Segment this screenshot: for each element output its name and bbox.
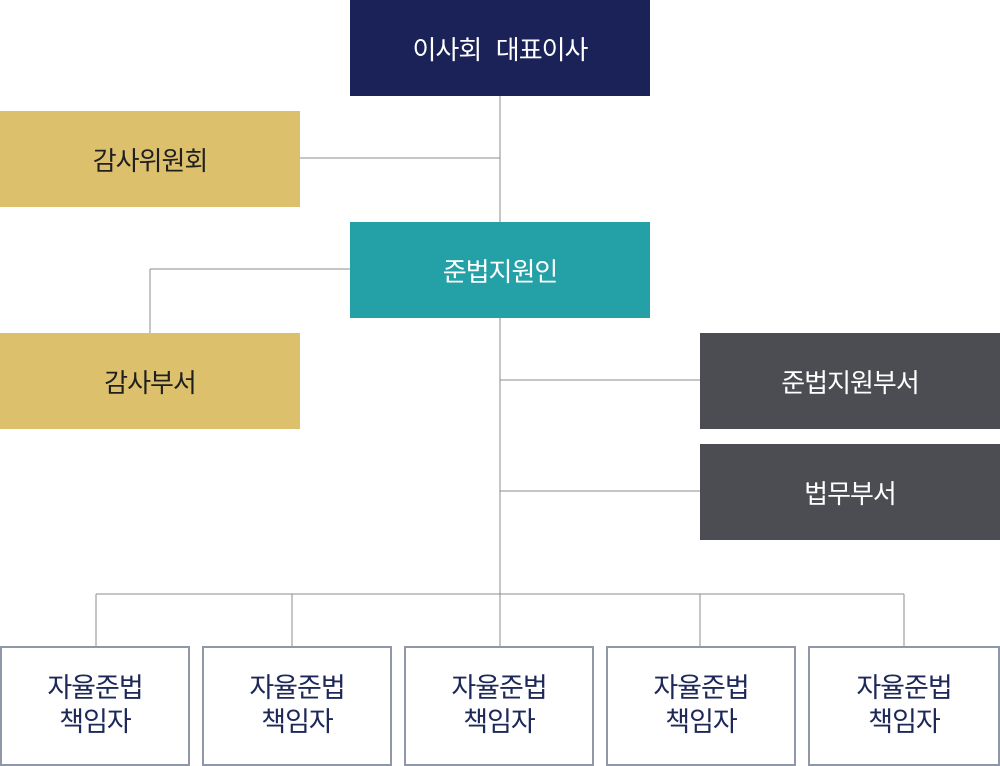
board-ceo-label: 이사회 대표이사 bbox=[412, 35, 589, 66]
officer-box-4: 자율준법 책임자 bbox=[606, 646, 796, 766]
officer-box-1: 자율준법 책임자 bbox=[0, 646, 190, 766]
officer-line1: 자율준법 bbox=[451, 673, 547, 704]
officer-line2: 책임자 bbox=[261, 707, 334, 738]
audit-dept-box: 감사부서 bbox=[0, 333, 300, 429]
officer-box-3: 자율준법 책임자 bbox=[404, 646, 594, 766]
officer-line2: 책임자 bbox=[59, 707, 132, 738]
officer-line1: 자율준법 bbox=[47, 673, 143, 704]
audit-dept-label: 감사부서 bbox=[104, 368, 197, 399]
officer-line2: 책임자 bbox=[463, 707, 536, 738]
officer-line2: 책임자 bbox=[868, 707, 941, 738]
compliance-dept-box: 준법지원부서 bbox=[700, 333, 1000, 429]
compliance-officer-label: 준법지원인 bbox=[442, 257, 559, 288]
legal-dept-label: 법무부서 bbox=[804, 479, 897, 510]
board-ceo-box: 이사회 대표이사 bbox=[350, 0, 650, 96]
audit-committee-label: 감사위원회 bbox=[92, 146, 209, 177]
officer-line1: 자율준법 bbox=[856, 673, 952, 704]
officer-line1: 자율준법 bbox=[249, 673, 345, 704]
officer-box-2: 자율준법 책임자 bbox=[202, 646, 392, 766]
audit-committee-box: 감사위원회 bbox=[0, 111, 300, 207]
legal-dept-box: 법무부서 bbox=[700, 444, 1000, 540]
compliance-dept-label: 준법지원부서 bbox=[781, 368, 920, 399]
officer-line2: 책임자 bbox=[665, 707, 738, 738]
compliance-officer-box: 준법지원인 bbox=[350, 222, 650, 318]
officer-line1: 자율준법 bbox=[653, 673, 749, 704]
officer-box-5: 자율준법 책임자 bbox=[808, 646, 1000, 766]
